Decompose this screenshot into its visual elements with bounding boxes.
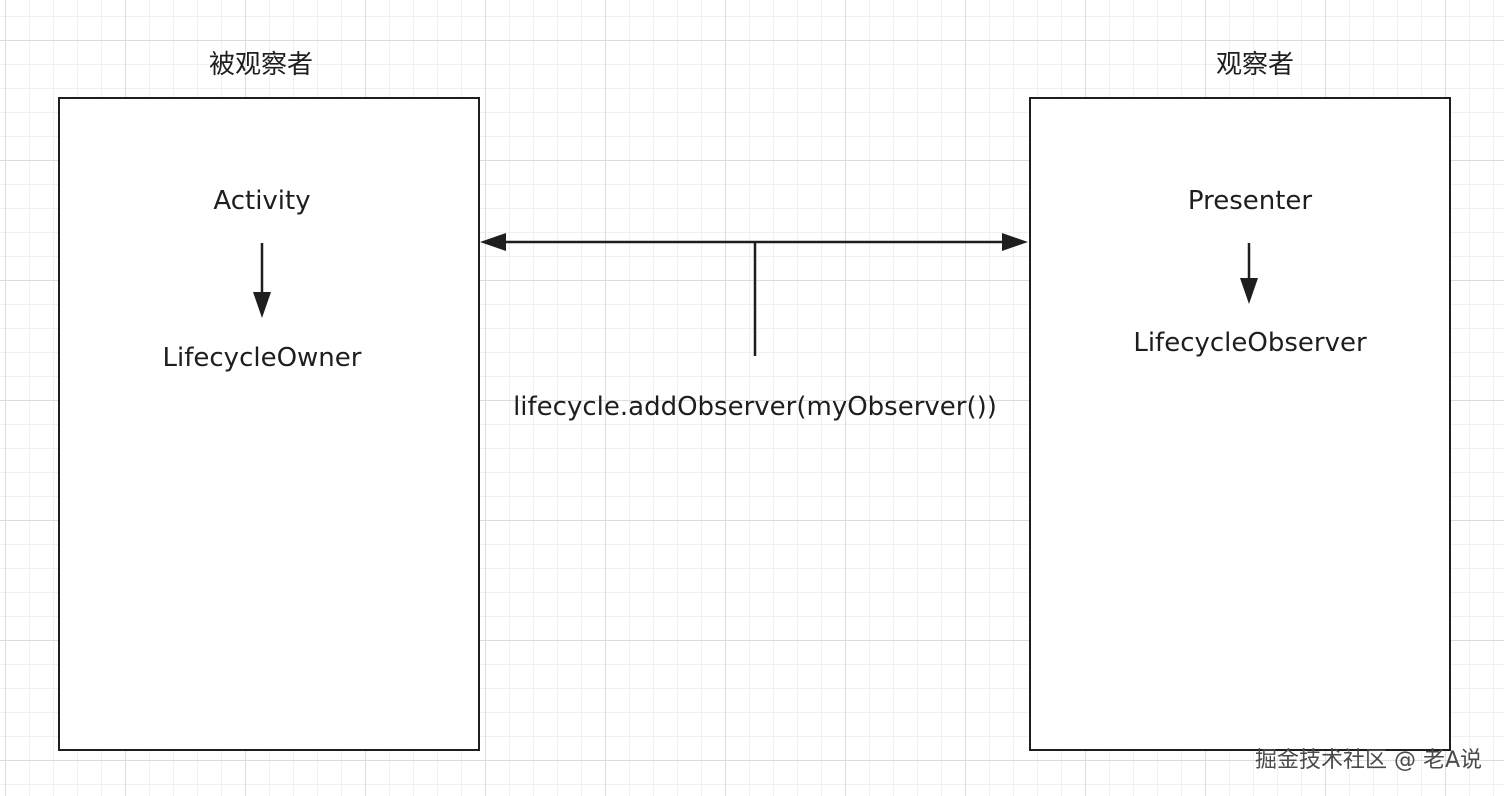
lifecycle-observer-label: LifecycleObserver [1133,328,1367,358]
watermark: 掘金技术社区 @ 老A说 [1254,748,1482,773]
bidirectional-connector[interactable] [480,233,1028,251]
observable-caption: 被观察者 [209,50,314,80]
add-observer-label: lifecycle.addObserver(myObserver()) [513,392,997,422]
presenter-label: Presenter [1187,186,1313,216]
activity-label: Activity [213,186,311,216]
observable-box[interactable] [58,97,480,751]
lifecycle-owner-label: LifecycleOwner [162,343,362,373]
observer-caption: 观察者 [1216,50,1295,80]
observer-box[interactable] [1029,97,1451,751]
